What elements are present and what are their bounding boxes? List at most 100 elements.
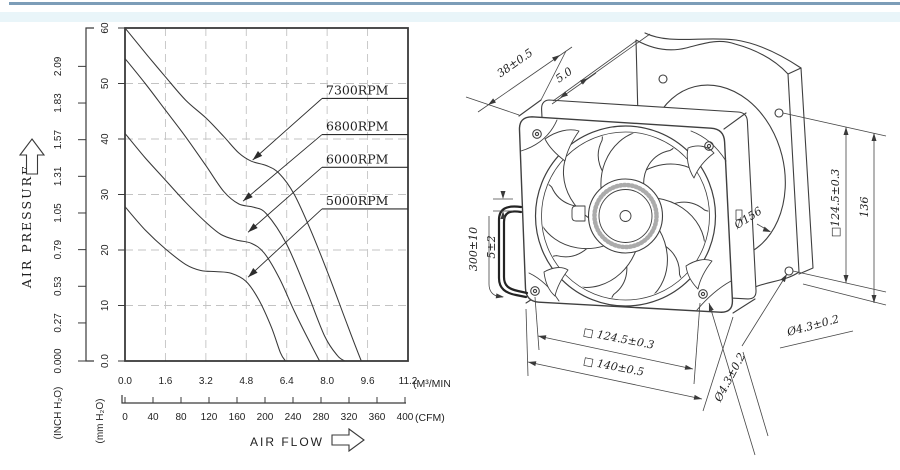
air-pressure-arrow-icon (18, 138, 46, 175)
arrowhead (252, 151, 263, 161)
fan-corner-edge (732, 298, 756, 314)
cfm-tick-label: 0 (122, 412, 128, 423)
cfm-tick-label: 200 (257, 412, 274, 423)
mm-tick-label: 30 (100, 189, 111, 201)
arrowhead (243, 192, 253, 202)
hub-inner (598, 189, 653, 243)
inch-axis (85, 27, 94, 362)
ext-line (534, 296, 540, 351)
corner-pad-line (528, 272, 560, 302)
cfm-unit-label: (CFM) (415, 412, 445, 424)
fan-corner-edge (518, 99, 542, 117)
underline-plate-hole (779, 330, 854, 349)
cfm-tick-label: 40 (147, 412, 159, 423)
witness-line (540, 50, 567, 101)
cfm-axis (121, 395, 406, 404)
dim-plate-thickness: 5.0 (553, 65, 575, 86)
m3-tick-label: 6.4 (280, 376, 294, 387)
arrowhead (762, 226, 771, 232)
arrowhead (580, 78, 588, 85)
rpm-leader (252, 98, 323, 161)
rpm-label: 6000RPM (326, 151, 389, 166)
cfm-tick-label: 160 (229, 412, 246, 423)
dim-fan-mount-hole-diameter: Ø4.3±0.2 (711, 351, 748, 405)
arrowhead (248, 268, 258, 278)
ext-line (693, 302, 701, 385)
leader-plate-hole (741, 273, 788, 347)
ext-line (702, 316, 734, 412)
fan-body (497, 99, 757, 314)
arrowhead (693, 394, 702, 400)
inch-tick-label: 0.79 (53, 239, 64, 259)
chart-axes: 0.01020304050600.0000.270.530.791.051.31… (53, 22, 418, 423)
inch-tick-label: 0.53 (53, 276, 64, 296)
callout-6000RPM: 6000RPM (247, 151, 408, 233)
curve-7300RPM (124, 27, 362, 362)
mm-tick-label: 60 (100, 22, 111, 34)
dimension-lines (465, 33, 887, 456)
ext-line (525, 308, 529, 377)
ext-line (792, 270, 887, 293)
chart-gridlines (125, 28, 408, 361)
fan-mount-holes (530, 129, 714, 299)
arrowhead (780, 274, 787, 283)
dim-plate-hole-pitch: □124.5±0.3 (829, 169, 842, 238)
inch-tick-label: 0.000 (53, 348, 64, 373)
m3-tick-label: 4.8 (239, 376, 253, 387)
m3-unit-label: (M³/MIN.) (413, 378, 450, 390)
inch-tick-label: 1.57 (53, 130, 64, 150)
corner-slot (544, 129, 580, 162)
inch-tick-label: 1.05 (53, 203, 64, 223)
ext-line (782, 112, 887, 137)
mm-tick-label: 40 (100, 133, 111, 145)
arrowhead (500, 191, 506, 199)
mm-tick-label: 10 (100, 300, 111, 312)
dim-plate-mount-hole-diameter: Ø4.3±0.2 (785, 312, 841, 339)
underline-fan-hole (742, 351, 769, 437)
arrowhead (843, 275, 849, 283)
m3-tick-label: 0.0 (118, 376, 132, 387)
air-flow-arrow-icon (331, 427, 365, 453)
frame-side-mark (735, 209, 743, 221)
inch-tick-label: 0.27 (53, 313, 64, 333)
dim-plate-height: 136 (858, 197, 871, 218)
dim-lead-wire-offset: 5±2 (485, 235, 498, 258)
hub-label-tab (571, 205, 586, 222)
fan-dimension-drawing: 38±0.5 5.0 300±10 5±2 Ø156 □124.5±0.3 13… (465, 32, 887, 456)
mm-tick-label: 0.0 (100, 354, 111, 368)
cfm-tick-label: 400 (397, 412, 414, 423)
plate-back-top-edge (644, 32, 802, 75)
corner-pad-line (520, 119, 558, 152)
fan-corner-edge (723, 112, 747, 130)
rpm-label: 6800RPM (326, 119, 389, 134)
x-axis-title: AIR FLOW (250, 435, 324, 449)
inch-tick-label: 1.31 (53, 166, 64, 186)
arrowhead (871, 133, 877, 141)
corner-slot (686, 145, 715, 179)
corner-pad-line (690, 130, 727, 162)
arrowhead (248, 223, 258, 233)
corner-slot (543, 267, 569, 297)
rpm-leader (247, 166, 323, 233)
dim-line-plate-thickness (551, 72, 597, 105)
venturi-ring-inner (541, 131, 710, 301)
witness-line (580, 33, 651, 84)
plate-back-right-edge (798, 67, 814, 275)
witness-line (465, 96, 520, 116)
rpm-leader (242, 134, 323, 202)
ext-line (802, 283, 887, 306)
arrowhead (843, 127, 849, 135)
arrowhead (871, 295, 877, 303)
curve-6000RPM (124, 133, 321, 362)
rpm-leader (247, 208, 323, 278)
mm-unit-label: (mm H₂O) (95, 399, 106, 444)
mm-tick-label: 20 (100, 244, 111, 256)
witness-line (552, 40, 637, 102)
arrowhead (538, 335, 547, 341)
inch-tick-label: 2.09 (53, 56, 64, 76)
m3-tick-label: 1.6 (158, 376, 172, 387)
dim-line-fan-pitch (537, 335, 694, 370)
y-axis-title: AIR PRESSURE (19, 164, 34, 289)
arrowhead (708, 303, 714, 312)
